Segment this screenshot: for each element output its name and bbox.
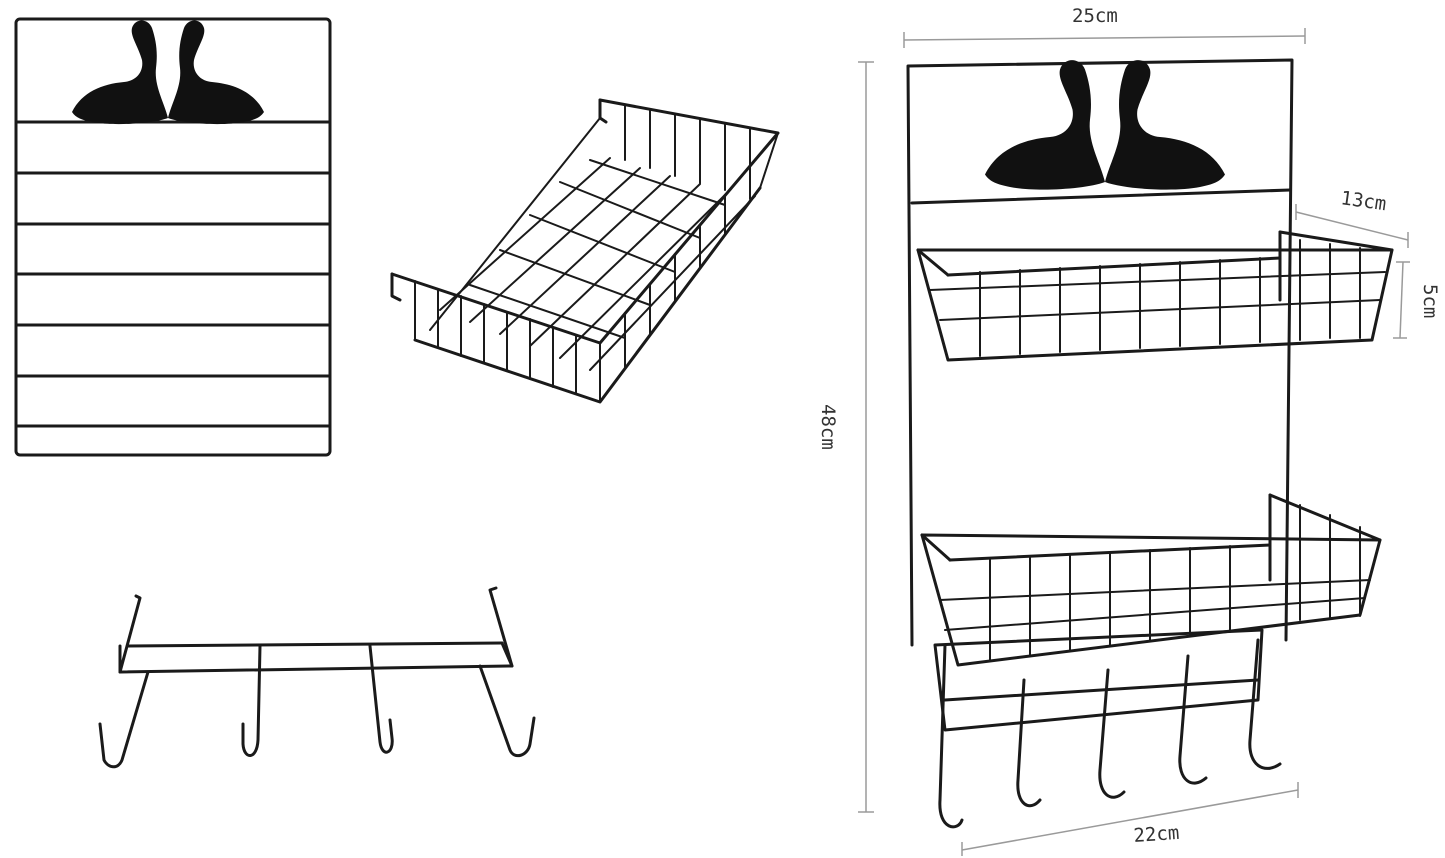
- height-label: 48cm: [817, 404, 839, 450]
- swan-pair-icon: [72, 20, 264, 125]
- shelf-depth-label: 13cm: [1339, 187, 1387, 215]
- top-width-label: 25cm: [1072, 5, 1118, 27]
- wire-basket-part: [390, 98, 780, 404]
- dimension-lines: [858, 28, 1410, 856]
- swan-pair-icon: [985, 60, 1225, 190]
- assembled-rack: [906, 58, 1394, 829]
- hook-rail-part: [98, 586, 536, 769]
- bottom-width-label: 22cm: [1133, 822, 1180, 847]
- shelf-height-label: 5cm: [1419, 284, 1441, 318]
- back-frame-part: [14, 17, 332, 457]
